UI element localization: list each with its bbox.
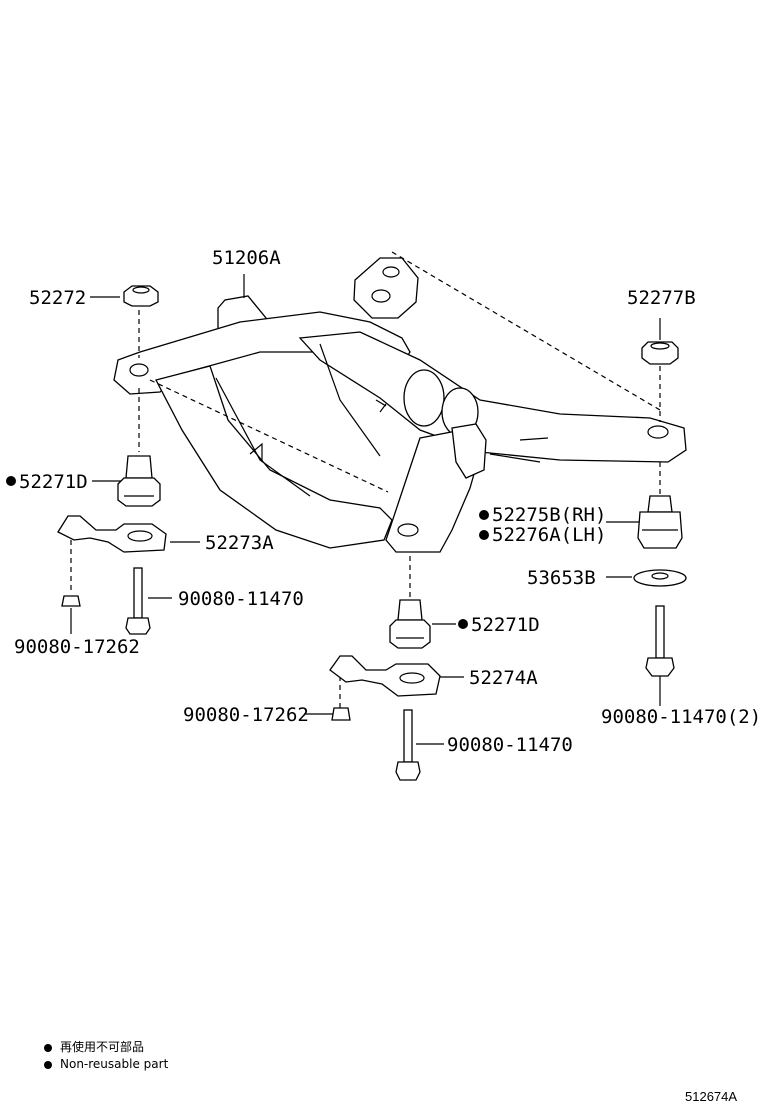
label-52276a-lh: 52276A(LH) (492, 524, 606, 546)
legend: 再使用不可部品 Non-reusable part (44, 1039, 168, 1073)
leader-lines (70, 251, 661, 745)
stopper-52277b (641, 341, 679, 365)
legend-row-en: Non-reusable part (44, 1056, 168, 1073)
label-bolt-right: 90080-11470(2) (601, 706, 760, 728)
diagram-id: 512674A (685, 1089, 737, 1104)
non-reusable-dot-icon (44, 1043, 52, 1052)
bolt-90080-11470-left (125, 567, 151, 635)
subframe-51206a (113, 257, 687, 553)
non-reusable-dot-icon (44, 1060, 52, 1069)
bolt-90080-11470-center (395, 709, 421, 781)
label-bolt-center: 90080-11470 (447, 734, 573, 756)
label-52277b: 52277B (627, 287, 696, 309)
label-52275b-rh: 52275B(RH) (492, 504, 606, 526)
non-reusable-dot-icon (479, 530, 489, 540)
non-reusable-dot-icon (6, 476, 16, 486)
label-52271d-left: 52271D (19, 471, 88, 493)
legend-row-jp: 再使用不可部品 (44, 1039, 168, 1056)
cushion-52271d-left (117, 455, 161, 507)
label-52274a: 52274A (469, 667, 538, 689)
label-nut-left: 90080-17262 (14, 636, 140, 658)
label-52271d-center: 52271D (471, 614, 540, 636)
non-reusable-dot-icon (458, 619, 468, 629)
callout-labels: 51206A 52272 52277B 52271D 52275B(RH) 52… (6, 247, 760, 1104)
legend-text-jp: 再使用不可部品 (60, 1040, 145, 1054)
stopper-52272 (123, 285, 159, 307)
label-nut-center: 90080-17262 (183, 704, 309, 726)
cushion-52271d-center (389, 599, 431, 649)
label-53653b: 53653B (527, 567, 596, 589)
brace-52274a (329, 655, 441, 697)
label-52272: 52272 (29, 287, 86, 309)
retainer-53653b (633, 569, 687, 587)
label-bolt-left: 90080-11470 (178, 588, 304, 610)
label-51206a: 51206A (212, 247, 281, 269)
nut-90080-17262-center (331, 707, 351, 721)
bolt-90080-11470-right (645, 605, 675, 677)
brace-52273a (57, 515, 167, 553)
nut-90080-17262-left (61, 595, 81, 607)
cushion-52275b-52276a (637, 495, 683, 549)
legend-text-en: Non-reusable part (60, 1057, 169, 1071)
non-reusable-dot-icon (479, 510, 489, 520)
label-52273a: 52273A (205, 532, 274, 554)
